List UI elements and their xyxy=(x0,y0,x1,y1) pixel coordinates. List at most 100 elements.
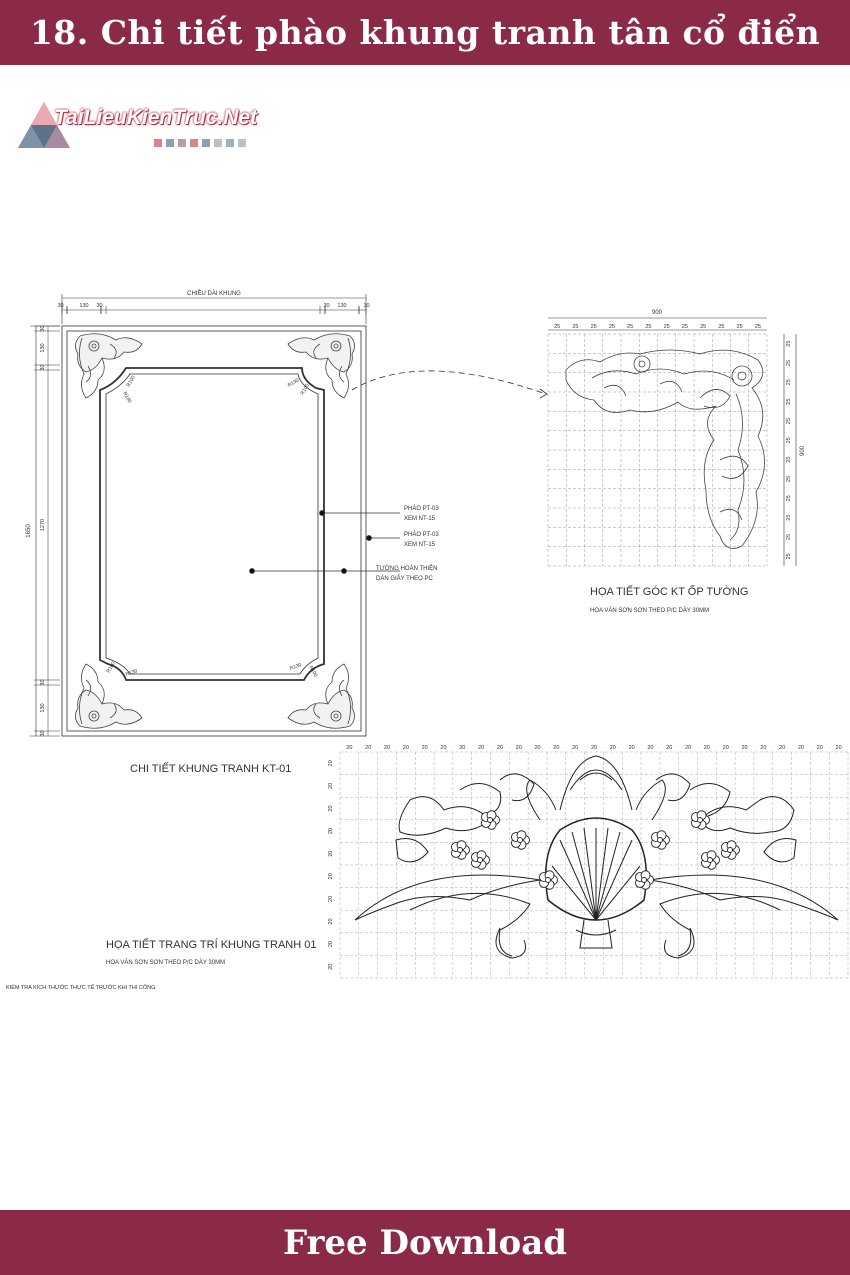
frame-inner-edge xyxy=(66,330,362,732)
flower xyxy=(651,830,670,850)
ornament-top-dim: 20 xyxy=(647,745,653,751)
radius-label: R130 xyxy=(287,377,301,388)
frame-top-label: CHIỀU DÀI KHUNG xyxy=(187,290,241,297)
flower xyxy=(481,810,500,830)
ornament-top-dim: 20 xyxy=(440,745,446,751)
ornament-top-dim: 20 xyxy=(760,745,766,751)
corner-top-dim: 25 xyxy=(700,324,706,330)
frame-top-dim: 30 xyxy=(57,303,63,309)
corner-top-dim: 25 xyxy=(591,324,597,330)
logo-dot xyxy=(166,139,174,147)
flower xyxy=(451,840,470,860)
radius-label: R130 xyxy=(125,668,138,678)
frame-left-dim: 1270 xyxy=(40,519,46,531)
corner-top-total: 900 xyxy=(652,310,663,316)
corner-right-dim: 25 xyxy=(786,437,792,443)
ornament-left-dim: 20 xyxy=(328,828,334,834)
frame-left-dim: 30 xyxy=(40,679,46,685)
logo-dot xyxy=(154,139,162,147)
frame-top-dim: 30 xyxy=(363,303,369,309)
ornament-grid: 20 20 20 20 20 20 20 20 20 20 20 20 20 20 20 20 20 20 20 20… xyxy=(328,745,849,979)
ornament-top-dim: 20 xyxy=(478,745,484,751)
frame-left-dim: 130 xyxy=(40,703,46,712)
callout-2-line2: XEM NT-15 xyxy=(404,542,436,548)
flower xyxy=(721,840,740,860)
corner-right-dim: 25 xyxy=(786,399,792,405)
corner-top-dim: 25 xyxy=(572,324,578,330)
corner-right-dim: 25 xyxy=(786,360,792,366)
frame-title: CHI TIẾT KHUNG TRANH KT-01 xyxy=(130,762,291,775)
ornament-drawing xyxy=(354,755,839,959)
download-button-label[interactable]: Free Download xyxy=(282,1222,568,1263)
ornament-top-dim: 20 xyxy=(516,745,522,751)
technical-drawing: CHIỀU DÀI KHUNG 30 130 30 30 130 30 30 130 30 12… xyxy=(6,290,849,991)
ornament-top-dim: 20 xyxy=(836,745,842,751)
frame-callouts xyxy=(249,510,400,574)
ornament-left-dim: 20 xyxy=(328,760,334,766)
corner-ornament xyxy=(287,663,355,729)
ornament-top-dim: 20 xyxy=(553,745,559,751)
frame-left-dim: 30 xyxy=(40,325,46,331)
ornament-top-dim: 20 xyxy=(610,745,616,751)
radius-label: R100 xyxy=(126,375,137,389)
ornament-title: HỌA TIẾT TRANG TRÍ KHUNG TRANH 01 xyxy=(106,938,316,951)
frame-top-dim: 30 xyxy=(96,303,102,309)
corner-title: HỌA TIẾT GÓC KT ỐP TƯỜNG xyxy=(590,584,748,598)
frame-outer-edge xyxy=(61,325,367,737)
callout-1-line1: PHÀO PT-03 xyxy=(404,505,439,512)
corner-ornament-drawing xyxy=(565,349,765,549)
corner-top-dim: 25 xyxy=(682,324,688,330)
ornament-top-dim: 20 xyxy=(403,745,409,751)
corner-right-dim: 25 xyxy=(786,534,792,540)
ornament-top-dim: 20 xyxy=(629,745,635,751)
ornament-top-dim: 20 xyxy=(384,745,390,751)
logo-dot xyxy=(214,139,222,147)
ornament-left-dim: 20 xyxy=(328,805,334,811)
flower xyxy=(635,870,654,890)
radius-label: R100 xyxy=(307,665,318,679)
corner-right-dim: 25 xyxy=(786,379,792,385)
flower xyxy=(471,850,490,870)
ornament-left-dim: 20 xyxy=(328,918,334,924)
corner-right-dim: 25 xyxy=(786,553,792,559)
corner-right-dim: 25 xyxy=(786,457,792,463)
ornament-top-dim: 20 xyxy=(779,745,785,751)
corner-right-dim: 25 xyxy=(786,476,792,482)
ornament-left-dim: 20 xyxy=(328,896,334,902)
frame-left-dim: 30 xyxy=(40,730,46,736)
logo-color-strip xyxy=(154,139,246,147)
frame-drawing xyxy=(61,325,367,737)
corner-right-total: 900 xyxy=(800,445,806,456)
corner-right-dim: 25 xyxy=(786,341,792,347)
corner-right-dim: 25 xyxy=(786,418,792,424)
download-bar[interactable]: Free Download xyxy=(0,1210,850,1275)
frame-left-dim: 130 xyxy=(40,343,46,352)
ornament-flowers xyxy=(451,810,740,890)
ornament-top-dim: 20 xyxy=(346,745,352,751)
callout-3-line1: TƯỜNG HOÀN THIỆN xyxy=(376,564,438,572)
logo-dot xyxy=(178,139,186,147)
flower xyxy=(701,850,720,870)
ornament-top-dim: 20 xyxy=(723,745,729,751)
corner-top-dim: 25 xyxy=(627,324,633,330)
ornament-top-dim: 20 xyxy=(817,745,823,751)
corner-top-dim: 25 xyxy=(755,324,761,330)
frame-left-total: 1650 xyxy=(26,524,32,538)
frame-top-dim: 130 xyxy=(79,303,88,309)
logo-dot xyxy=(226,139,234,147)
corner-top-dim: 25 xyxy=(554,324,560,330)
page-header: 18. Chi tiết phào khung tranh tân cổ điể… xyxy=(0,0,850,65)
ornament-top-dim: 20 xyxy=(497,745,503,751)
ornament-left-dim: 20 xyxy=(328,964,334,970)
radius-label: R130 xyxy=(289,662,302,672)
frame-left-dim: 30 xyxy=(40,364,46,370)
site-logo[interactable]: TaiLieuKienTruc.Net xyxy=(14,100,274,160)
ornament-left-dim: 20 xyxy=(328,783,334,789)
ornament-subtitle: HOA VĂN SƠN SƠN THEO P/C DÀY 30MM xyxy=(106,959,225,966)
ornament-top-dim: 20 xyxy=(459,745,465,751)
radius-label: R100 xyxy=(300,383,311,397)
ornament-top-dim: 20 xyxy=(704,745,710,751)
corner-top-dim: 25 xyxy=(737,324,743,330)
